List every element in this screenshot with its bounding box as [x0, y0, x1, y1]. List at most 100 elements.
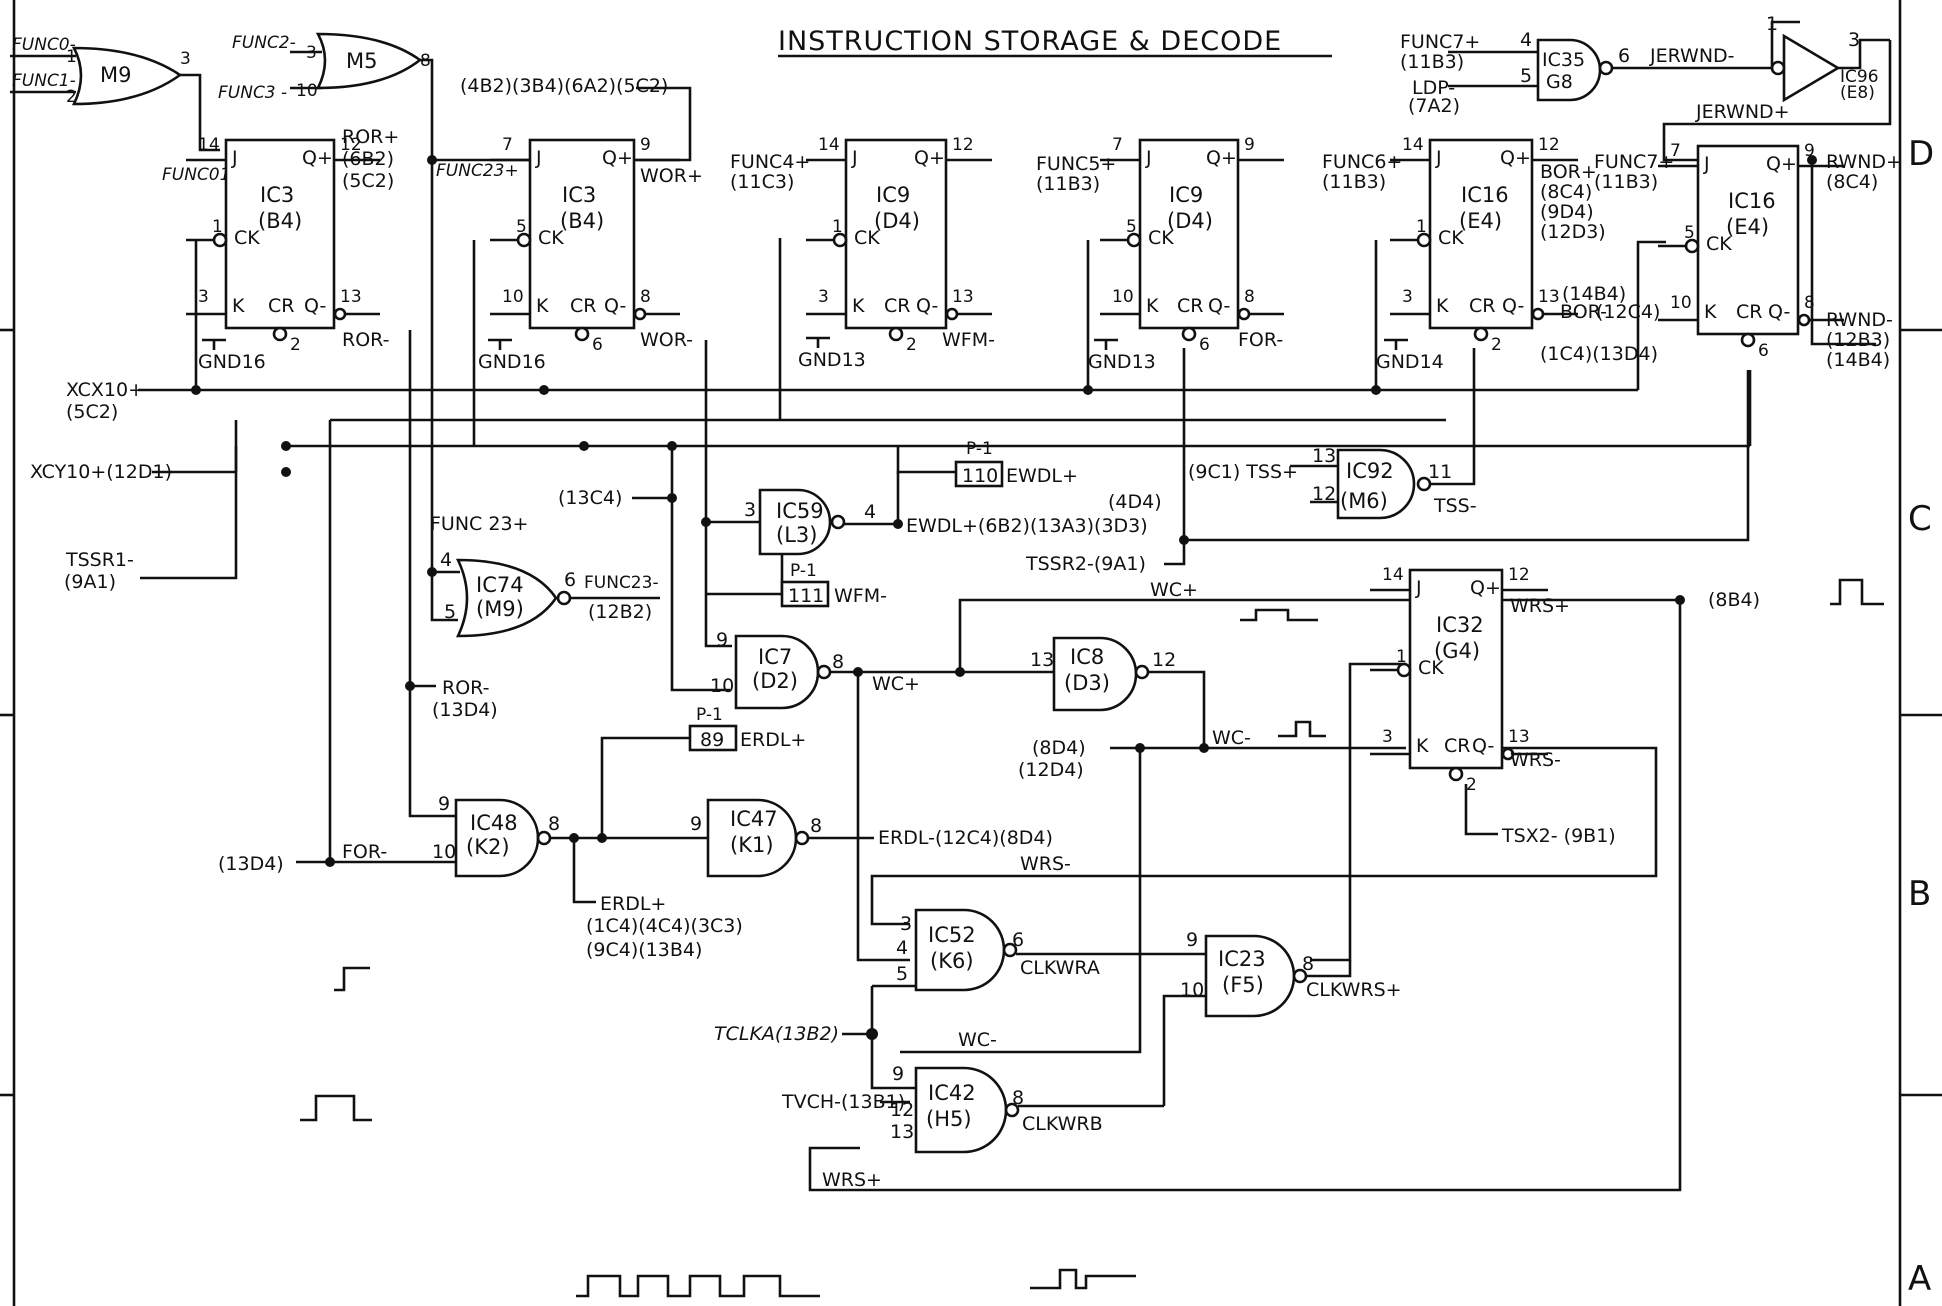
- svg-text:7: 7: [1112, 135, 1123, 155]
- svg-text:IC23: IC23: [1218, 947, 1266, 971]
- wire: [1430, 348, 1476, 486]
- svg-text:IC16: IC16: [1728, 189, 1776, 213]
- svg-text:(D4): (D4): [1167, 209, 1213, 233]
- ground-symbol: [806, 336, 830, 348]
- wire: [180, 73, 220, 152]
- svg-text:Q+: Q+: [914, 147, 945, 169]
- c13c4-label: (13C4): [558, 487, 622, 509]
- svg-text:IC16: IC16: [1461, 183, 1509, 207]
- gnd16a-label: GND16: [198, 351, 266, 373]
- d8d4-label: (8D4): [1032, 737, 1086, 759]
- svg-text:K: K: [536, 295, 549, 317]
- wrs-plus-label: WRS+: [1510, 595, 1570, 617]
- waveform-sketch: [1830, 578, 1884, 606]
- svg-text:111: 111: [788, 585, 824, 607]
- ldp-label: LDP-: [1412, 77, 1455, 99]
- wrs-minus-label: WRS-: [1510, 749, 1561, 771]
- func01-label: FUNC01+: [162, 165, 245, 185]
- svg-text:IC7: IC7: [758, 645, 792, 669]
- func4-ref: (11C3): [730, 171, 794, 193]
- svg-text:CR: CR: [1469, 295, 1495, 317]
- svg-text:K: K: [852, 295, 865, 317]
- svg-text:J: J: [1415, 577, 1422, 599]
- func23-label: FUNC23+: [436, 161, 519, 181]
- svg-text:IC52: IC52: [928, 923, 976, 947]
- wire: [1636, 240, 1666, 390]
- func7-ff-label: FUNC7+: [1594, 151, 1674, 173]
- svg-text:Q+: Q+: [1206, 147, 1237, 169]
- waveform-sketch: [1278, 720, 1326, 738]
- svg-text:(B4): (B4): [258, 209, 302, 233]
- clkwrs-label: CLKWRS+: [1306, 979, 1402, 1001]
- d12d4-label: (12D4): [1018, 759, 1084, 781]
- func5-label: FUNC5+: [1036, 153, 1116, 175]
- svg-text:CK: CK: [1438, 227, 1464, 249]
- svg-text:9: 9: [1186, 929, 1198, 951]
- svg-text:8: 8: [548, 813, 560, 835]
- bor-ref-2: (9D4): [1540, 201, 1594, 223]
- junction: [281, 467, 291, 477]
- svg-text:6: 6: [564, 569, 576, 591]
- svg-text:Q-: Q-: [1502, 295, 1524, 317]
- func2-label: FUNC2-: [232, 33, 296, 53]
- svg-text:13: 13: [1508, 727, 1530, 747]
- svg-text:(F5): (F5): [1222, 973, 1264, 997]
- svg-text:3: 3: [198, 287, 209, 307]
- gate-ic96: 1 3 IC96 (E8): [1766, 13, 1879, 103]
- wire: [856, 672, 910, 962]
- svg-text:(M6): (M6): [1340, 489, 1388, 513]
- wire: [140, 446, 238, 580]
- erdl-plus-ref-2: (9C4)(13B4): [586, 939, 702, 961]
- clkwrb-label: CLKWRB: [1022, 1113, 1103, 1135]
- gnd16b-label: GND16: [478, 351, 546, 373]
- svg-text:13: 13: [952, 287, 974, 307]
- svg-text:IC3: IC3: [260, 183, 294, 207]
- gnd13a-label: GND13: [798, 349, 866, 371]
- svg-text:Q+: Q+: [1766, 153, 1797, 175]
- wire: [420, 58, 532, 162]
- svg-text:12: 12: [340, 135, 362, 155]
- connector-p1-111: P-1 111 WFM-: [780, 561, 887, 608]
- svg-text:J: J: [851, 147, 858, 169]
- ewdl-plus-label: EWDL+(6B2)(13A3)(3D3): [906, 515, 1148, 537]
- svg-text:IC42: IC42: [928, 1081, 976, 1105]
- svg-text:4: 4: [864, 501, 876, 523]
- gate-ic23: IC23 (F5) 9 10 8: [1180, 929, 1314, 1018]
- svg-text:K: K: [1704, 301, 1717, 323]
- svg-text:Q+: Q+: [1500, 147, 1531, 169]
- svg-text:10: 10: [710, 675, 734, 697]
- zone-label-c: C: [1908, 499, 1932, 539]
- gate-ic8: IC8 (D3) 13 12: [1030, 636, 1176, 712]
- wire: [704, 340, 760, 524]
- erdl-plus-ref-1: (1C4)(4C4)(3C3): [586, 915, 743, 937]
- wire: [1306, 960, 1352, 978]
- svg-text:1: 1: [212, 217, 223, 237]
- svg-text:3: 3: [744, 499, 756, 521]
- svg-text:CK: CK: [854, 227, 880, 249]
- func6-label: FUNC6+: [1322, 151, 1402, 173]
- svg-text:7: 7: [502, 135, 513, 155]
- rwnd-minus-ref-1: (12B3): [1826, 329, 1890, 351]
- ror-ref-1: (6B2): [342, 148, 394, 170]
- func23m-label: FUNC23-: [584, 573, 659, 593]
- svg-text:9: 9: [1804, 141, 1815, 161]
- waveform-sketch: [334, 966, 370, 992]
- svg-text:IC92: IC92: [1346, 459, 1394, 483]
- svg-text:9: 9: [892, 1063, 904, 1085]
- waveform-sketch: [1030, 1268, 1136, 1290]
- svg-text:1: 1: [1416, 217, 1427, 237]
- svg-text:IC32: IC32: [1436, 613, 1484, 637]
- svg-text:ERDL+: ERDL+: [740, 729, 806, 751]
- func4-label: FUNC4+: [730, 151, 810, 173]
- zone-label-b: B: [1908, 874, 1931, 914]
- tsx2-label: TSX2- (9B1): [1501, 825, 1616, 847]
- svg-text:IC8: IC8: [1070, 645, 1104, 669]
- wire: [870, 746, 1658, 926]
- svg-text:1: 1: [1396, 647, 1407, 667]
- svg-text:13: 13: [1030, 649, 1054, 671]
- svg-text:EWDL+: EWDL+: [1006, 465, 1078, 487]
- wc-minus-low-label: WC-: [958, 1029, 997, 1051]
